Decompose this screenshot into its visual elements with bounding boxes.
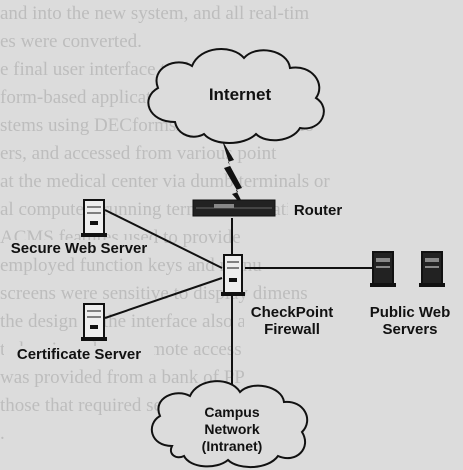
public-web-servers-label: Public Web Servers	[360, 304, 460, 338]
wan-link-bolt-icon	[222, 140, 246, 210]
internet-label: Internet	[208, 85, 272, 104]
firewall-label: CheckPoint Firewall	[244, 304, 340, 338]
secure-web-server-label: Secure Web Server	[4, 240, 154, 257]
campus-network-label: Campus Network (Intranet)	[201, 404, 263, 454]
secure-web-server-icon	[81, 199, 107, 237]
firewall-server-icon	[221, 254, 245, 296]
background-text-line: the design of the interface also a patt	[0, 311, 280, 332]
link-secure-server-firewall	[104, 209, 223, 269]
public-web-server-1-icon	[370, 251, 396, 287]
internet-cloud-icon	[147, 47, 325, 144]
background-text-line: at the medical center via dumb terminals…	[0, 171, 330, 192]
router-label: Router	[288, 202, 348, 219]
public-web-server-2-icon	[419, 251, 445, 287]
link-certificate-server-firewall	[104, 277, 223, 319]
background-text-line: was provided from a bank of PP	[0, 367, 245, 388]
background-text-line: ers, and accessed from various point	[0, 143, 277, 164]
background-text-line: es were converted.	[0, 31, 142, 52]
certificate-server-icon	[81, 303, 107, 341]
router-icon	[192, 199, 276, 217]
campus-network-cloud-icon	[150, 380, 309, 468]
background-text-line: .	[0, 423, 5, 444]
certificate-server-label: Certificate Server	[4, 346, 154, 363]
background-text-line: employed function keys and menu	[0, 255, 262, 276]
background-text-line: and into the new system, and all real-ti…	[0, 3, 310, 24]
